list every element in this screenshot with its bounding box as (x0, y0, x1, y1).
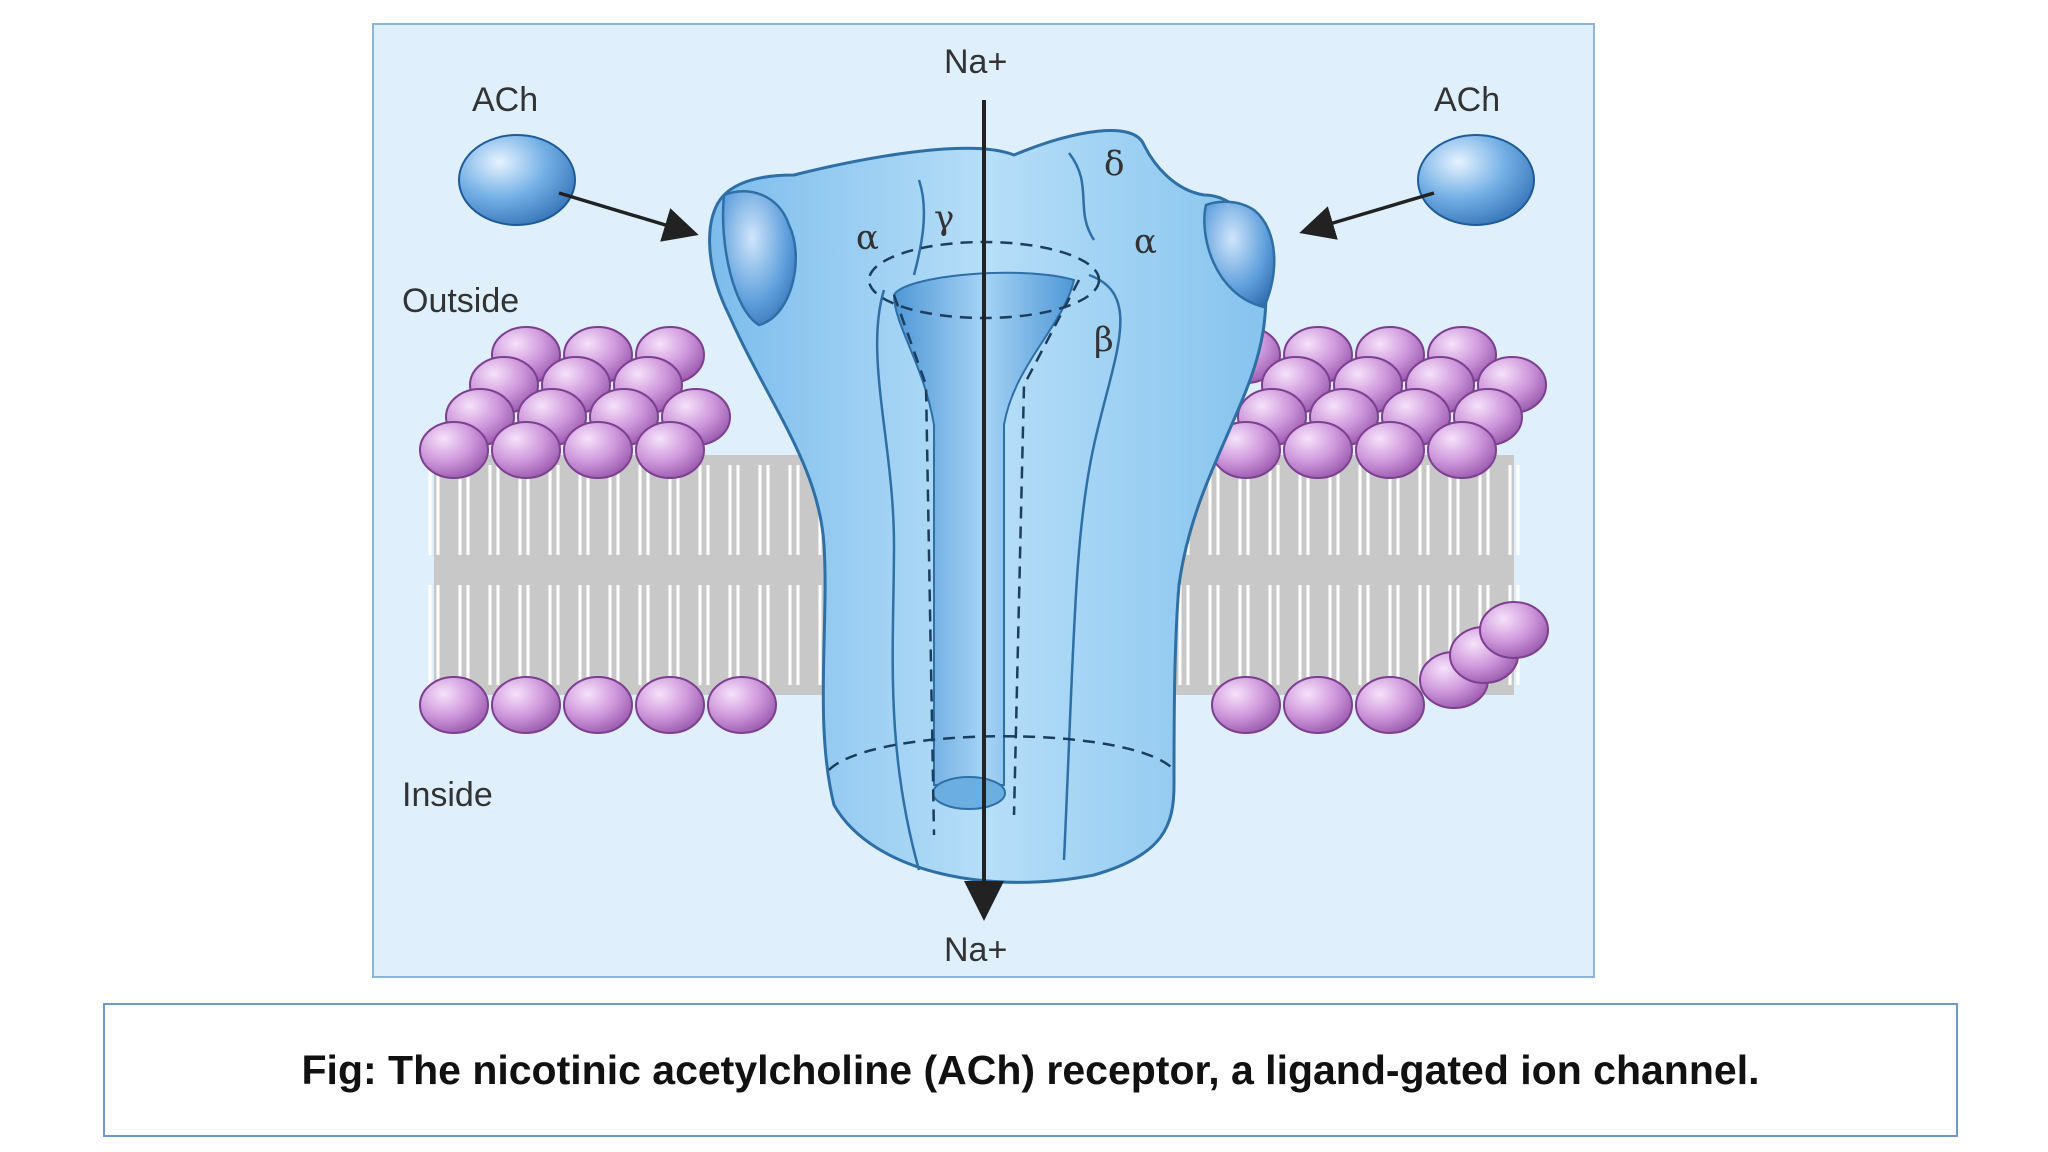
lipid-head (1355, 421, 1425, 479)
ach-arrow-left (558, 191, 699, 242)
ach-left-label: ACh (472, 81, 538, 119)
lipid-bilayer-bottom (419, 601, 1549, 734)
figure-caption: Fig: The nicotinic acetylcholine (ACh) r… (301, 1046, 1760, 1093)
diagram-panel: Na+ Na+ ACh ACh Outside Inside α γ δ α β (372, 23, 1595, 978)
binding-site-right (1203, 200, 1276, 309)
lipid-head (1427, 421, 1497, 479)
lipid-head (491, 421, 561, 479)
subunit-alpha-left: α (856, 218, 879, 258)
receptor-diagram: Na+ Na+ ACh ACh Outside Inside α γ δ α β (402, 43, 1549, 969)
ach-arrow-right (1299, 191, 1435, 240)
lipid-head (491, 676, 561, 734)
lipid-head (1479, 601, 1549, 659)
lipid-head (635, 421, 705, 479)
outside-label: Outside (402, 282, 519, 320)
inside-label: Inside (402, 776, 493, 814)
lipid-head (635, 676, 705, 734)
lipid-head (707, 676, 777, 734)
na-top-label: Na+ (944, 43, 1007, 81)
ach-right-label: ACh (1434, 81, 1500, 119)
lipid-head (1283, 676, 1353, 734)
subunit-delta: δ (1104, 144, 1124, 184)
ach-molecule-right (1417, 134, 1535, 226)
lipid-head (1283, 421, 1353, 479)
subunit-gamma: γ (934, 198, 954, 238)
subunit-alpha-right: α (1134, 222, 1157, 262)
lipid-head (419, 421, 489, 479)
lipid-head (419, 676, 489, 734)
binding-site-left (721, 190, 797, 327)
lipid-head (1355, 676, 1425, 734)
lipid-head (563, 676, 633, 734)
caption-box: Fig: The nicotinic acetylcholine (ACh) r… (103, 1003, 1958, 1137)
na-bottom-label: Na+ (944, 931, 1007, 969)
lipid-head (563, 421, 633, 479)
lipid-head (1211, 676, 1281, 734)
ach-molecule-left (458, 134, 576, 226)
lipid-bilayer-top (419, 326, 1547, 479)
subunit-beta: β (1094, 320, 1114, 360)
